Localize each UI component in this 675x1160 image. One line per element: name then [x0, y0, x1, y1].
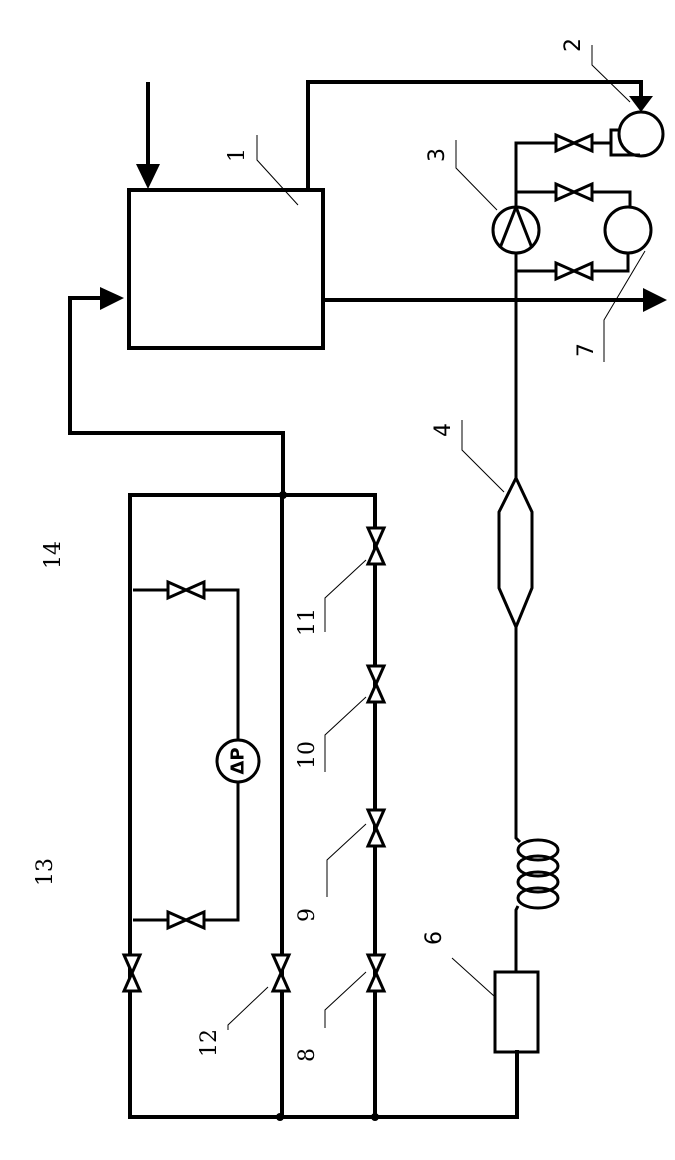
dp-upper-line — [133, 588, 240, 740]
valve-11-icon — [365, 542, 387, 566]
label-2: 2 — [561, 38, 586, 52]
valve-9-icon — [365, 808, 387, 832]
valve-bypass-upper-icon — [570, 181, 594, 203]
label-13: 13 — [33, 858, 58, 886]
valve-13-icon — [121, 969, 143, 993]
label-4: 4 — [431, 423, 456, 437]
bypass-upper-line-2 — [593, 190, 632, 207]
label-6: 6 — [422, 931, 447, 945]
tank-inlet-arrow-icon — [629, 96, 653, 112]
leader-lines — [227, 45, 646, 1030]
valve-dp-upper-icon — [166, 579, 190, 601]
label-3: 3 — [425, 148, 450, 162]
label-9: 9 — [295, 908, 320, 922]
aux-pump-7 — [603, 205, 653, 255]
bypass-lower-line-2 — [593, 253, 630, 273]
vessel-to-tank-line — [306, 80, 643, 190]
valve-12-icon — [270, 969, 292, 993]
valve-10-icon — [365, 680, 387, 704]
valve-bypass-upper-icon — [554, 181, 578, 203]
label-11: 11 — [295, 608, 320, 636]
valve-dp-upper-icon — [182, 579, 206, 601]
valve-bypass-lower-icon — [554, 260, 578, 282]
outlet-arrow-icon — [643, 288, 667, 312]
label-10: 10 — [295, 741, 320, 769]
valve-10-icon — [365, 664, 387, 688]
loop-pipe — [128, 493, 519, 1119]
label-8: 8 — [295, 1048, 320, 1062]
valve-tank-icon — [554, 132, 578, 154]
dp-gauge-label: ΔP — [228, 747, 249, 774]
feed-inlet-arrow-icon — [136, 164, 160, 189]
label-12: 12 — [197, 1029, 222, 1057]
heater-6 — [493, 970, 540, 1054]
label-7: 7 — [574, 343, 599, 357]
pump-to-tank-line — [514, 141, 555, 207]
tank-2 — [617, 110, 665, 158]
label-1: 1 — [225, 148, 250, 162]
return-line — [68, 296, 285, 497]
valve-13-icon — [121, 953, 143, 977]
pump-3-symbol — [498, 202, 534, 249]
valve-tank-icon — [570, 132, 594, 154]
label-14: 14 — [41, 541, 66, 569]
flowmeter-4 — [497, 474, 534, 631]
valve-dp-lower-icon — [166, 909, 190, 931]
valve-8-icon — [365, 953, 387, 977]
dp-gauge — [215, 738, 261, 784]
coil-5 — [514, 835, 560, 972]
valve-dp-lower-icon — [182, 909, 206, 931]
valve-8-icon — [365, 969, 387, 993]
return-arrow-icon — [100, 287, 124, 310]
vessel-1 — [127, 188, 325, 350]
valve-11-icon — [365, 526, 387, 550]
dp-lower-line — [133, 782, 240, 922]
valve-12-icon — [270, 953, 292, 977]
valve-9-icon — [365, 824, 387, 848]
valve-bypass-lower-icon — [570, 260, 594, 282]
